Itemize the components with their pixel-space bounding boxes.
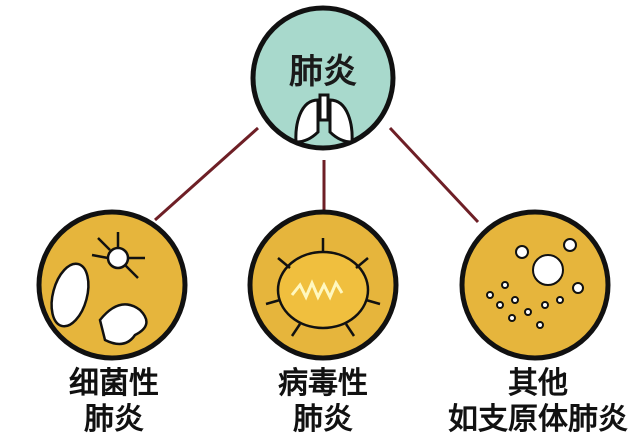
other-label-2: 如支原体肺炎 (448, 402, 628, 437)
center-node (250, 5, 396, 151)
bacteria-label-1: 细菌性 (69, 366, 159, 401)
bacteria-label-2: 肺炎 (84, 402, 144, 437)
bacteria-icon (50, 232, 148, 346)
other-label-1: 其他 (508, 366, 568, 401)
center-title: 肺炎 (289, 52, 357, 92)
virus-icon (265, 238, 381, 337)
lungs-icon (294, 93, 354, 144)
connector-left (154, 126, 259, 222)
mycoplasma-node (459, 209, 611, 361)
mycoplasma-icon (486, 238, 584, 329)
connector-right (388, 126, 480, 224)
virus-label-2: 肺炎 (293, 402, 353, 437)
virus-label-1: 病毒性 (278, 366, 368, 401)
